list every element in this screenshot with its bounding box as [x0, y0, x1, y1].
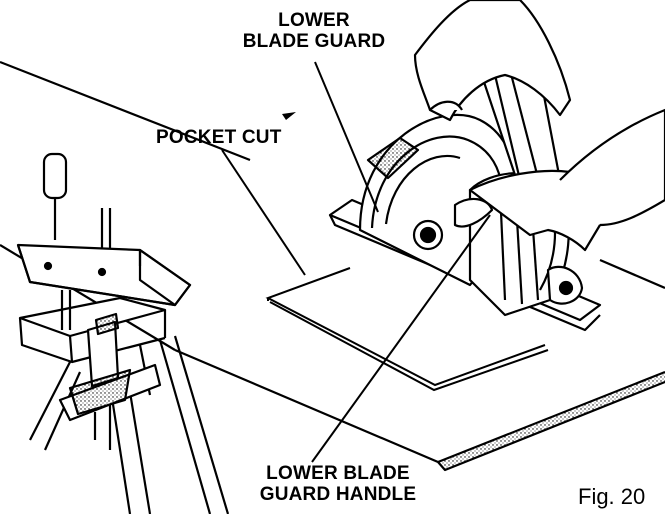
callout-handle-line-2: GUARD HANDLE [259, 484, 417, 505]
leader-pocket-cut [221, 149, 306, 276]
callout-lower-blade-guard-handle: LOWER BLADE GUARD HANDLE [218, 463, 458, 505]
bar-clamp [16, 152, 192, 330]
callout-pocket-cut: POCKET CUT [156, 127, 282, 148]
pocket-cut-outline [265, 267, 549, 392]
board-edge [438, 372, 665, 470]
callout-lower-blade-guard-line-2: BLADE GUARD [242, 31, 386, 52]
leader-lower-blade-guard [314, 61, 379, 213]
pointer-arrow-icon [282, 112, 296, 120]
sawhorse [18, 296, 230, 514]
callout-lower-blade-guard-line-1: LOWER [278, 10, 350, 31]
callout-lower-blade-guard: LOWER BLADE GUARD [214, 10, 414, 52]
callout-handle-line-1: LOWER BLADE [266, 463, 410, 484]
figure-caption: Fig. 20 [578, 484, 646, 509]
leader-lower-blade-guard-handle [311, 214, 491, 463]
leader-lines [221, 61, 491, 463]
hands [413, 0, 665, 252]
